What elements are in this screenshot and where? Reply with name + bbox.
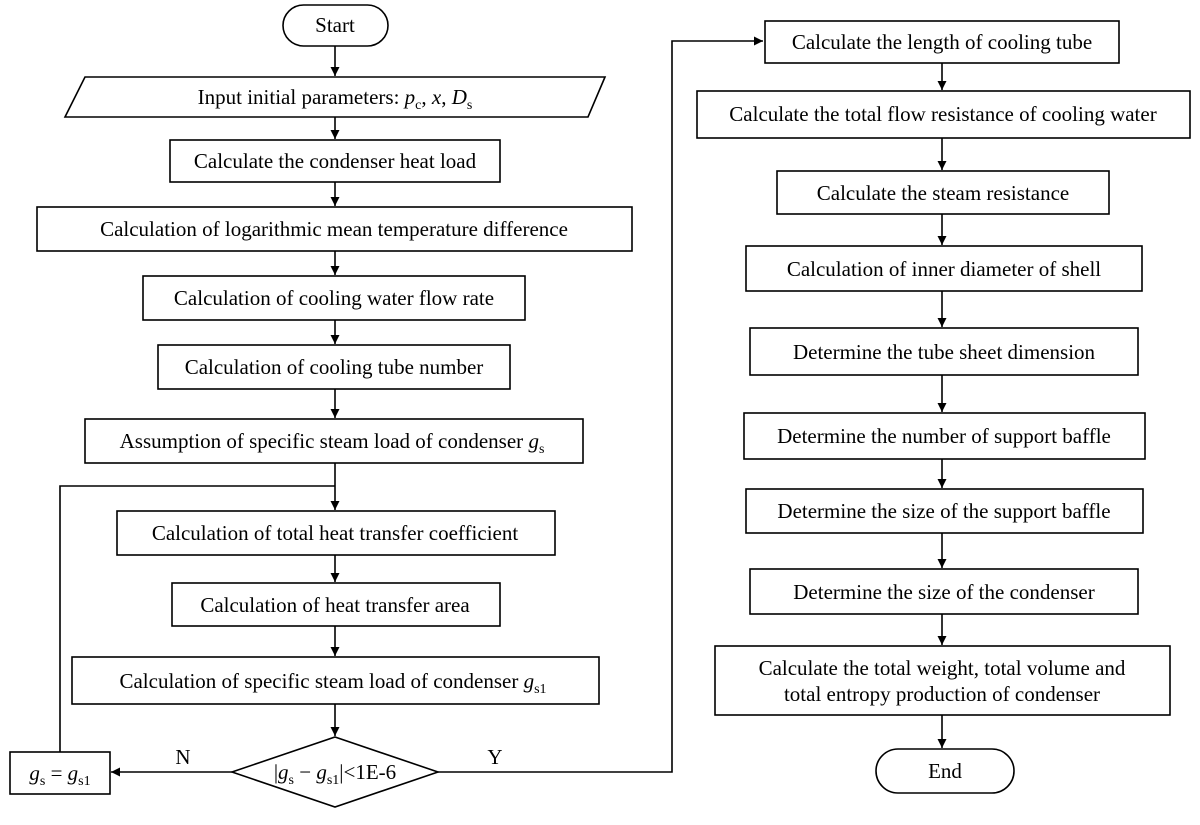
assumption-label: Assumption of specific steam load of con…	[120, 429, 545, 457]
yes-label: Y	[487, 745, 502, 769]
step-box	[776, 170, 1110, 215]
step-box	[171, 582, 501, 627]
final-label-line-1: Calculate the total weight, total volume…	[759, 656, 1126, 680]
final-label-line-2: total entropy production of condenser	[784, 682, 1100, 706]
step-label: Calculation of total heat transfer coeff…	[152, 521, 519, 545]
step-label: Calculation of inner diameter of shell	[787, 257, 1101, 281]
step-label: Determine the number of support baffle	[777, 424, 1111, 448]
step-label: Calculate the steam resistance	[817, 181, 1069, 205]
step-box	[764, 20, 1120, 64]
step-box	[696, 90, 1191, 139]
input-parallelogram	[63, 76, 607, 118]
step-label: Calculation of heat transfer area	[200, 593, 470, 617]
step-box	[71, 656, 600, 705]
step-box	[749, 327, 1139, 376]
step-box	[745, 245, 1143, 292]
step-box	[743, 412, 1146, 460]
loop-back-line	[59, 485, 335, 752]
step-label: Calculate the condenser heat load	[194, 149, 477, 173]
yes-arrow	[438, 36, 763, 773]
no-label: N	[175, 745, 190, 769]
end-label: End	[928, 759, 962, 783]
step-label: Calculation of cooling water flow rate	[174, 286, 494, 310]
step-box	[142, 275, 526, 321]
input-label: Input initial parameters: pc, x, Ds	[198, 85, 473, 113]
step-box	[116, 510, 556, 556]
step-label: Determine the tube sheet dimension	[793, 340, 1096, 364]
step-box	[36, 206, 633, 252]
update-label: gs = gs1	[29, 761, 90, 789]
step-label: Calculate the total flow resistance of c…	[729, 102, 1156, 126]
step-label: Calculation of logarithmic mean temperat…	[100, 217, 568, 241]
start-label: Start	[315, 13, 355, 37]
step-label: Calculate the length of cooling tube	[792, 30, 1092, 54]
step-box	[169, 139, 501, 183]
step-box	[84, 418, 584, 464]
specific-label: Calculation of specific steam load of co…	[119, 669, 546, 697]
final-box	[714, 645, 1171, 716]
step-label: Calculation of cooling tube number	[185, 355, 484, 379]
step-label: Determine the size of the condenser	[793, 580, 1094, 604]
decision-diamond	[229, 736, 441, 808]
update-box	[9, 751, 111, 795]
end-terminal	[875, 748, 1015, 794]
step-box	[157, 344, 511, 390]
decision-label: |gs − gs1|<1E-6	[274, 760, 396, 788]
step-box	[749, 568, 1139, 615]
step-label: Determine the size of the support baffle	[777, 499, 1110, 523]
step-box	[745, 488, 1144, 534]
